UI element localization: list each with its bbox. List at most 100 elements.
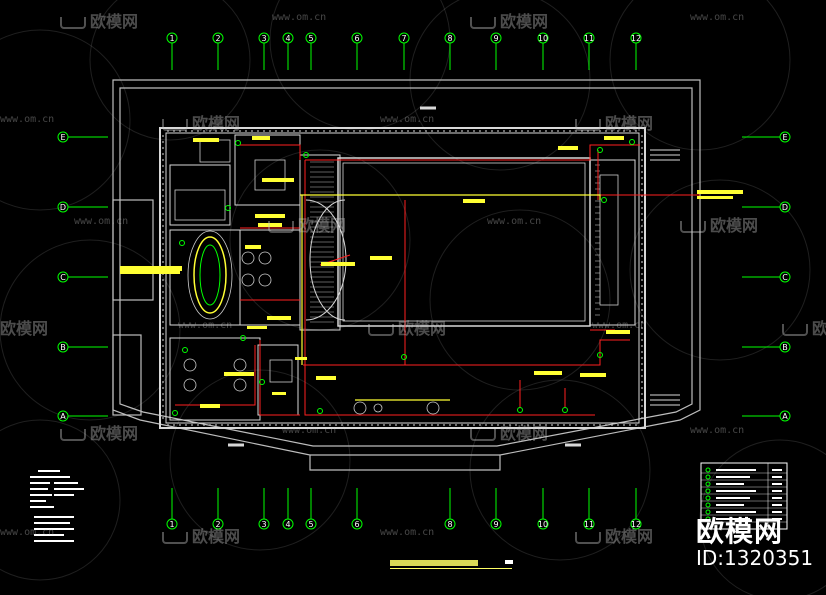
- axis-bubble-bottom: 10: [537, 518, 549, 530]
- axis-bubble-top-label: 5: [308, 34, 313, 43]
- axis-bubble-bottom-label: 1: [169, 520, 174, 529]
- annotation-tag: [224, 372, 254, 376]
- annotation-tag: [580, 373, 606, 377]
- axis-bubble-top-label: 3: [261, 34, 266, 43]
- watermark-url: www.om.cn: [272, 12, 327, 23]
- watermark-url: www.om.cn: [487, 216, 542, 227]
- watermark-url: www.om.cn: [0, 527, 55, 538]
- axis-bubble-top: 4: [282, 32, 294, 44]
- building-walls: [159, 106, 680, 447]
- device-symbol: [597, 352, 603, 358]
- axis-bubble-top-label: 6: [354, 34, 359, 43]
- watermark-brand: 欧模网: [162, 110, 240, 134]
- watermark-brand: 欧模网: [0, 319, 49, 338]
- axis-bubble-right-label: D: [782, 203, 788, 212]
- electrical-circuits: [175, 144, 700, 416]
- axis-bubble-bottom-label: 12: [631, 520, 641, 529]
- axis-bubble-top: 1: [166, 32, 178, 44]
- device-symbol: [562, 407, 568, 413]
- fixtures: [174, 139, 619, 415]
- annotation-tag: [316, 376, 336, 380]
- axis-bubble-left: E: [57, 131, 69, 143]
- axis-bubble-top: 9: [490, 32, 502, 44]
- annotation-tag: [606, 330, 630, 334]
- axis-bubble-bottom: 4: [282, 518, 294, 530]
- axis-bubble-bottom: 5: [305, 518, 317, 530]
- axis-bubble-top-label: 10: [538, 34, 548, 43]
- watermark-url: www.om.cn: [178, 320, 233, 331]
- axis-bubble-right: E: [779, 131, 791, 143]
- axis-bubble-bottom-label: 11: [584, 520, 594, 529]
- watermark-brand: 欧模网: [575, 523, 653, 547]
- watermark-url: www.om.cn: [282, 425, 337, 436]
- axis-bubble-left: B: [57, 341, 69, 353]
- axis-bubble-bottom: 2: [212, 518, 224, 530]
- axis-bubble-top: 8: [444, 32, 456, 44]
- axis-bubble-right-label: B: [782, 343, 788, 352]
- annotation-tag: [463, 199, 485, 203]
- watermark-brand: 欧模网: [575, 110, 653, 134]
- axis-bubble-left-label: E: [60, 133, 65, 142]
- watermark-brand: 欧模网: [368, 315, 446, 339]
- axis-bubble-top-label: 8: [447, 34, 452, 43]
- sheet-title-rule: [390, 568, 512, 569]
- annotation-tag: [272, 392, 286, 395]
- legend-left: [30, 470, 84, 542]
- axis-bubble-bottom: 1: [166, 518, 178, 530]
- axis-bubble-right: C: [779, 271, 791, 283]
- annotation-tag: [255, 214, 285, 218]
- device-symbol: [172, 410, 178, 416]
- axis-bubble-left-label: A: [60, 412, 66, 421]
- annotation-tag: [321, 262, 355, 266]
- sheet-title-bar: [390, 560, 478, 566]
- highlight-lines: [300, 194, 601, 401]
- axis-bubble-right-label: C: [782, 273, 788, 282]
- axis-bubble-top-label: 7: [401, 34, 406, 43]
- axis-bubble-left-label: C: [60, 273, 66, 282]
- watermark-url: www.om.cn: [380, 114, 435, 125]
- axis-bubble-top-label: 11: [584, 34, 594, 43]
- device-symbol: [182, 347, 188, 353]
- axis-bubble-top: 7: [398, 32, 410, 44]
- annotation-tag: [697, 190, 743, 194]
- site-outline: [112, 79, 701, 471]
- watermark-brand: 欧模网: [782, 315, 826, 339]
- annotation-tag: [252, 136, 270, 140]
- axis-bubble-right: D: [779, 201, 791, 213]
- axis-bubble-top-label: 12: [631, 34, 641, 43]
- annotation-tag: [295, 357, 307, 360]
- axis-bubble-bottom: 6: [351, 518, 363, 530]
- axis-bubble-top-label: 4: [285, 34, 290, 43]
- axis-bubble-bottom-label: 8: [447, 520, 452, 529]
- annotation-tag: [267, 316, 291, 320]
- device-symbol: [317, 408, 323, 414]
- axis-bubble-bottom-label: 6: [354, 520, 359, 529]
- watermark-url: www.om.cn: [380, 527, 435, 538]
- axis-bubble-top: 11: [583, 32, 595, 44]
- watermark-url: www.om.cn: [690, 425, 745, 436]
- annotation-tag: [604, 136, 624, 140]
- axis-bubble-top-label: 2: [215, 34, 220, 43]
- axis-bubble-bottom: 8: [444, 518, 456, 530]
- device-symbol: [629, 139, 635, 145]
- watermark-brand: 欧模网: [60, 420, 138, 444]
- annotation-tag: [120, 266, 182, 271]
- axis-bubble-bottom: 11: [583, 518, 595, 530]
- annotation-tag: [558, 146, 578, 150]
- watermark-url: www.om.cn: [74, 216, 129, 227]
- annotation-tag: [697, 196, 733, 199]
- annotation-tag: [370, 256, 392, 260]
- device-symbol: [401, 354, 407, 360]
- watermark-brand: 欧模网: [470, 420, 548, 444]
- axis-bubble-right: B: [779, 341, 791, 353]
- annotation-tag: [262, 178, 294, 182]
- annotation-tag: [247, 326, 267, 329]
- axis-bubble-left: D: [57, 201, 69, 213]
- device-symbol: [601, 197, 607, 203]
- axis-bubble-top: 2: [212, 32, 224, 44]
- brand-id: ID:1320351: [696, 546, 814, 570]
- device-symbols: [172, 139, 635, 416]
